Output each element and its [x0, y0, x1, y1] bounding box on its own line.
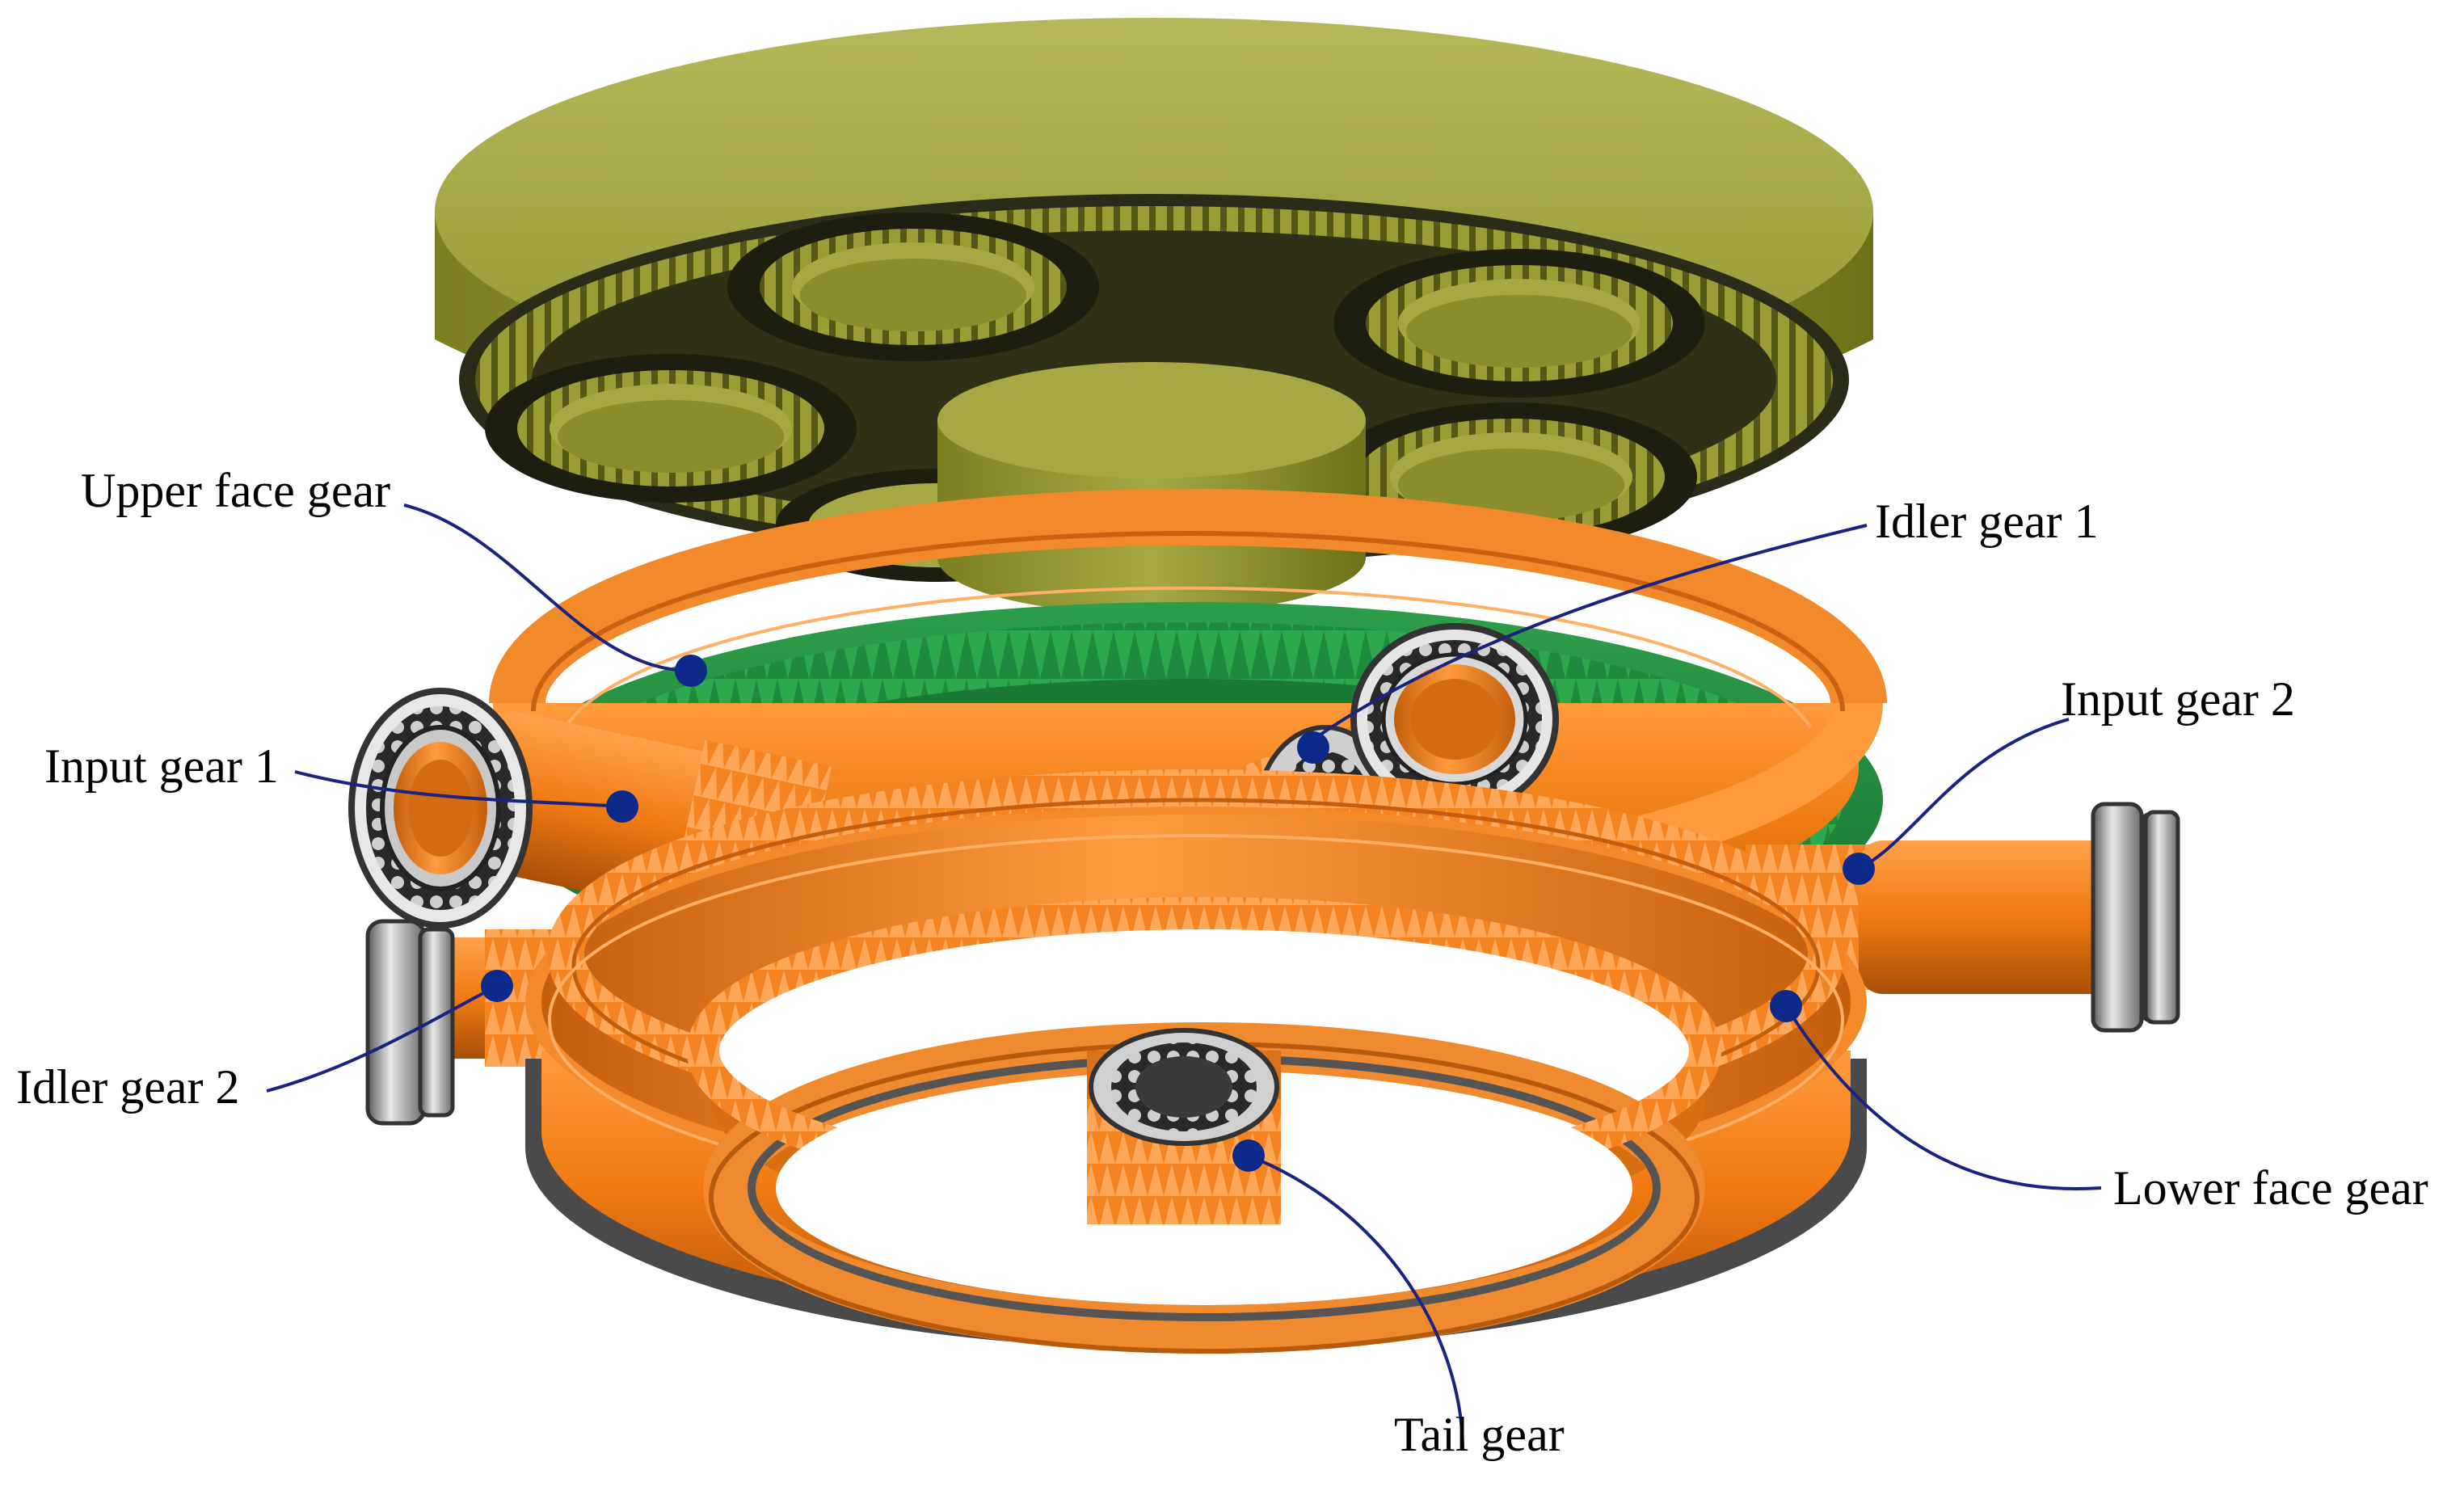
dot-upper-face-gear	[675, 655, 707, 687]
label-input-gear-1: Input gear 1	[44, 739, 279, 793]
dot-tail-gear	[1232, 1139, 1265, 1172]
tail-gear	[1087, 1028, 1281, 1224]
dot-lower-face-gear	[1770, 990, 1802, 1022]
labels: Upper face gear Idler gear 1 Input gear …	[16, 464, 2428, 1461]
leader-lower-face-gear	[1784, 1005, 2102, 1190]
leader-idler-gear-1	[1312, 524, 1868, 741]
leader-idler-gear-2	[266, 984, 498, 1093]
label-idler-gear-2: Idler gear 2	[16, 1060, 240, 1114]
label-upper-face-gear: Upper face gear	[81, 464, 390, 517]
leader-lines	[266, 503, 2102, 1451]
leader-input-gear-2	[1858, 718, 2070, 870]
leader-dots	[481, 655, 1875, 1172]
lower-face-gear	[525, 769, 1867, 1354]
leader-upper-face-gear	[403, 503, 692, 672]
dot-input-gear-1	[606, 790, 638, 823]
label-idler-gear-1: Idler gear 1	[1875, 495, 2099, 548]
dot-idler-gear-1	[1297, 731, 1329, 764]
dot-input-gear-2	[1843, 853, 1875, 885]
leader-tail-gear	[1248, 1154, 1464, 1451]
label-lower-face-gear: Lower face gear	[2113, 1161, 2428, 1215]
leader-input-gear-1	[294, 770, 623, 808]
label-tail-gear: Tail gear	[1394, 1408, 1565, 1461]
label-input-gear-2: Input gear 2	[2061, 672, 2295, 726]
dot-idler-gear-2	[481, 970, 513, 1002]
